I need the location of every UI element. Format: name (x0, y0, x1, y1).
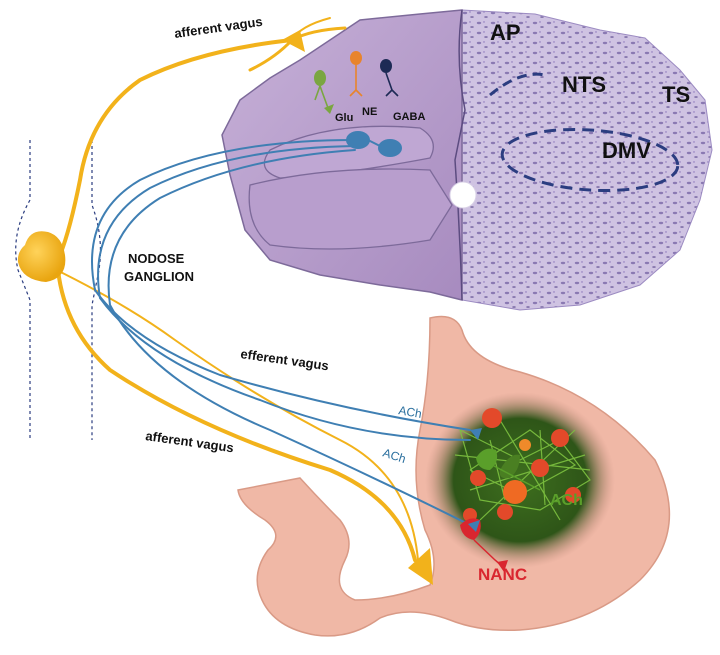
label-ne: NE (362, 106, 377, 118)
label-nodose: NODOSE (128, 251, 185, 266)
enteric-plexus (454, 408, 591, 522)
brainstem-histology (461, 9, 713, 311)
efferent-vagus-nerve (91, 139, 471, 526)
efferent-terminals-stomach (468, 428, 482, 532)
label-ach-2: ACh (381, 446, 408, 467)
label-ganglion: GANGLION (124, 269, 194, 284)
label-dmv: DMV (602, 138, 651, 163)
afferent-terminal-brainstem (282, 30, 305, 52)
dmv-neurons (346, 131, 402, 157)
nodose-boundaries (15, 140, 102, 440)
dmv-outline (500, 127, 680, 193)
label-ts: TS (662, 82, 690, 107)
glu-neuron (314, 70, 334, 114)
label-ach-green: ACh (550, 492, 583, 509)
label-ach-1: ACh (397, 403, 422, 421)
afferent-vagus-nerve (39, 17, 419, 562)
nts-outline (489, 72, 546, 97)
label-nanc: NANC (478, 565, 527, 584)
label-efferent-vagus: efferent vagus (240, 346, 330, 373)
ne-neuron (349, 51, 363, 97)
afferent-terminal-stomach (408, 548, 433, 585)
brainstem-schematic (221, 9, 477, 301)
label-afferent-vagus-top: afferent vagus (173, 14, 263, 41)
label-glu: Glu (335, 112, 353, 124)
label-nts: NTS (562, 72, 606, 97)
label-ap: AP (490, 20, 521, 45)
nodose-ganglion-cell (17, 231, 66, 282)
enteric-ach-neuron (476, 448, 541, 491)
label-afferent-vagus-bottom: afferent vagus (145, 428, 235, 455)
label-gaba: GABA (393, 111, 425, 123)
gaba-neuron (380, 59, 399, 97)
